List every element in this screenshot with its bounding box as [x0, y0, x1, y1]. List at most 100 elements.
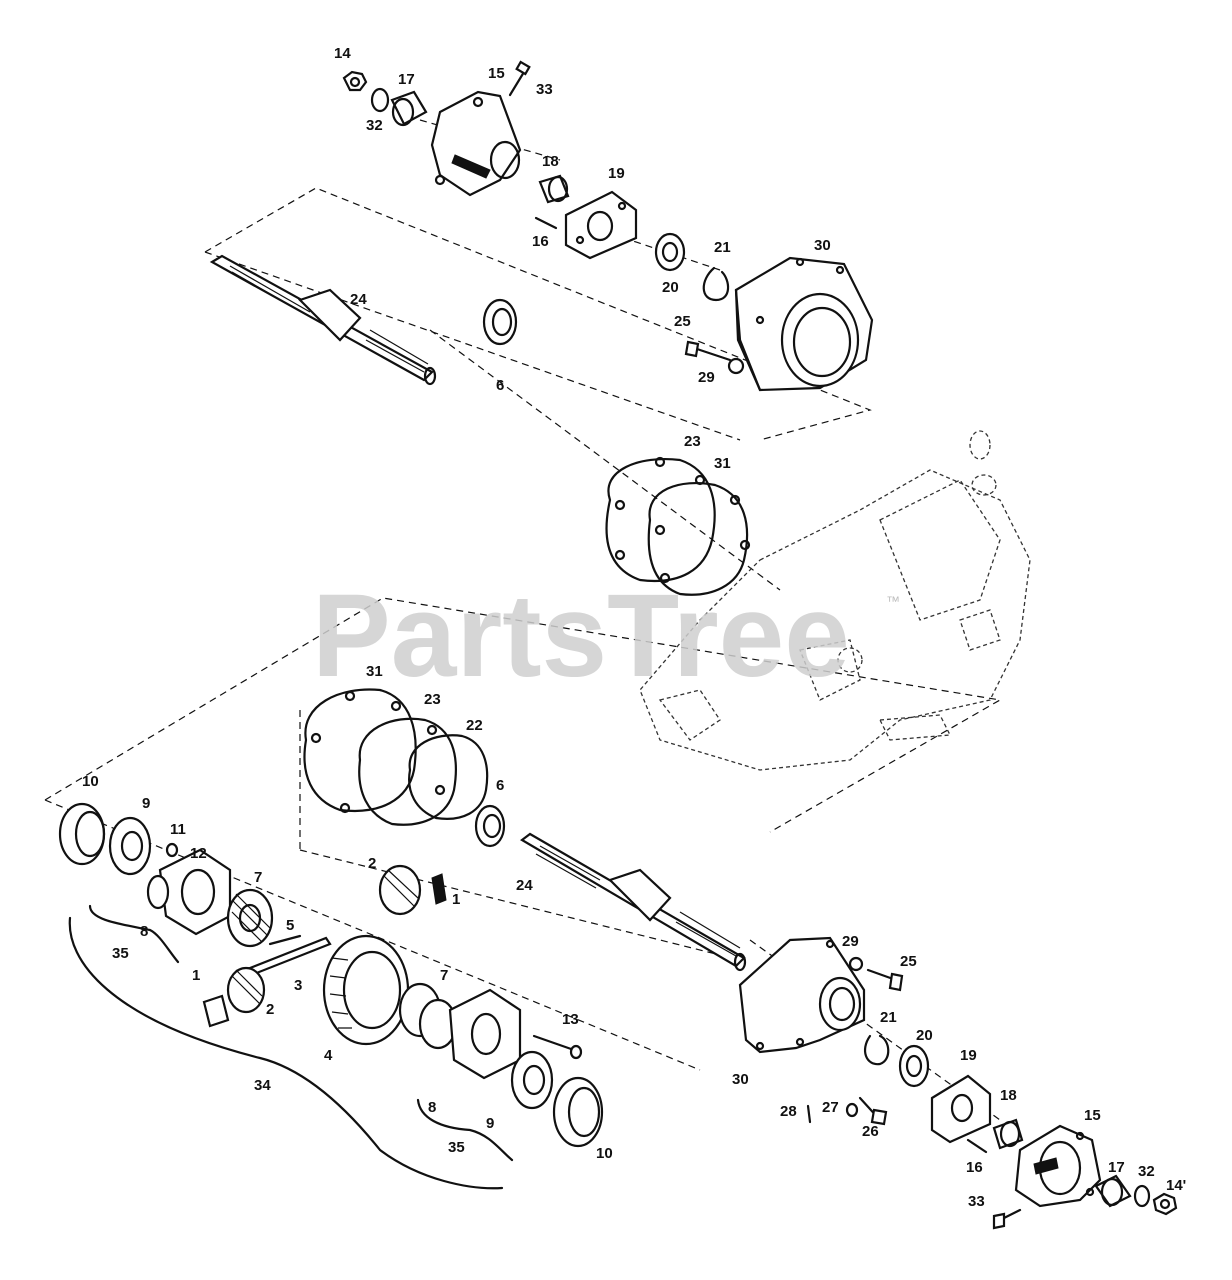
pin-16-upper — [534, 216, 558, 230]
label-12: 12 — [190, 845, 207, 862]
bearing-cone-9-left — [108, 816, 152, 876]
pinion-gear-2-left — [226, 966, 266, 1014]
label-14-lower: 14' — [1166, 1177, 1186, 1194]
label-10-left: 10 — [82, 773, 99, 790]
label-24-lower: 24 — [516, 877, 533, 894]
bearing-cup-10-right — [552, 1076, 604, 1148]
label-33-lower: 33 — [968, 1193, 985, 1210]
label-20-lower: 20 — [916, 1027, 933, 1044]
pinion-gear-2-upper — [378, 864, 422, 916]
label-2-upper: 2 — [368, 855, 376, 872]
label-1-left: 1 — [192, 967, 200, 984]
plate-19-lower — [930, 1074, 992, 1144]
nut-14-lower — [1152, 1192, 1178, 1216]
bearing-20-lower — [898, 1044, 930, 1088]
label-30-lower: 30 — [732, 1071, 749, 1088]
label-30-upper: 30 — [814, 237, 831, 254]
label-4: 4 — [324, 1047, 333, 1064]
label-11: 11 — [170, 821, 186, 838]
label-19-upper: 19 — [608, 165, 625, 182]
label-32-upper: 32 — [366, 117, 383, 134]
gasket-22-lower — [408, 734, 489, 820]
plate-19-upper — [564, 190, 638, 260]
label-3: 3 — [294, 977, 302, 994]
label-9-right: 9 — [486, 1115, 494, 1132]
label-10-right: 10 — [596, 1145, 613, 1162]
label-2-left: 2 — [266, 1001, 274, 1018]
label-17-lower: 17 — [1108, 1159, 1125, 1176]
axle-24-lower — [520, 832, 747, 972]
gasket-31-upper — [647, 481, 751, 596]
hub-15-upper — [430, 90, 522, 197]
watermark-text: PartsTree — [312, 570, 850, 702]
label-16-lower: 16 — [966, 1159, 983, 1176]
label-31-lower: 31 — [366, 663, 383, 680]
pin-5 — [268, 934, 302, 946]
label-9-left: 9 — [142, 795, 150, 812]
side-gear-7-left — [226, 888, 274, 948]
axle-24-upper — [209, 254, 437, 386]
label-27: 27 — [822, 1099, 839, 1116]
label-28: 28 — [780, 1103, 797, 1120]
label-7-left: 7 — [254, 869, 262, 886]
gasket-23-lower — [358, 717, 457, 826]
washer-32-lower — [1133, 1184, 1151, 1208]
label-35-left: 35 — [112, 945, 129, 962]
label-14-upper: 14 — [334, 45, 351, 62]
label-26: 26 — [862, 1123, 879, 1140]
bushing-17-upper — [390, 90, 428, 126]
label-29-lower: 29 — [842, 933, 859, 950]
label-23-upper: 23 — [684, 433, 701, 450]
label-34: 34 — [254, 1077, 271, 1094]
label-24-upper: 24 — [350, 291, 367, 308]
label-6-upper: 6 — [496, 377, 504, 394]
label-19-lower: 19 — [960, 1047, 977, 1064]
label-31-upper: 31 — [714, 455, 731, 472]
label-32-lower: 32 — [1138, 1163, 1155, 1180]
transmission-housing-outline — [639, 430, 1031, 771]
label-16-upper: 16 — [532, 233, 549, 250]
block-1-upper — [431, 873, 447, 905]
label-15-lower: 15 — [1084, 1107, 1101, 1124]
snap-ring-21-lower — [863, 1034, 890, 1066]
ring-gear-4 — [322, 934, 410, 1046]
watermark-trademark: ™ — [886, 593, 900, 609]
label-17-upper: 17 — [398, 71, 415, 88]
label-8-left: 8 — [140, 923, 148, 940]
bracket-35-right — [416, 1098, 514, 1162]
nut-14-upper — [342, 70, 368, 92]
label-23-lower: 23 — [424, 691, 441, 708]
hub-15-lower — [1014, 1124, 1102, 1208]
label-6-lower: 6 — [496, 777, 504, 794]
washer-27 — [845, 1102, 859, 1118]
label-21-lower: 21 — [880, 1009, 897, 1026]
label-7-right: 7 — [440, 967, 448, 984]
nut-11 — [165, 842, 179, 858]
pin-28 — [806, 1104, 812, 1124]
label-20-upper: 20 — [662, 279, 679, 296]
bushing-18-lower — [992, 1118, 1024, 1150]
label-18-lower: 18 — [1000, 1087, 1017, 1104]
label-25-lower: 25 — [900, 953, 917, 970]
pin-16-lower — [966, 1138, 988, 1154]
block-1-left — [202, 994, 230, 1028]
gasket-31-lower — [303, 688, 417, 814]
label-13: 13 — [562, 1011, 579, 1028]
nut-29-upper — [727, 357, 745, 375]
housing-30-upper — [734, 256, 874, 392]
gasket-23-upper — [605, 456, 716, 584]
lower-axle-assembly — [58, 688, 1178, 1230]
washer-32-upper — [370, 87, 390, 113]
label-8-right: 8 — [428, 1099, 436, 1116]
part-labels: 14 17 15 33 32 18 19 16 21 30 20 24 25 2… — [82, 45, 1186, 1210]
bolt-33-upper — [508, 70, 526, 97]
label-33-upper: 33 — [536, 81, 553, 98]
bracket-35-left — [88, 904, 180, 964]
differential-case-8-left — [146, 848, 232, 936]
label-5: 5 — [286, 917, 294, 934]
label-18-upper: 18 — [542, 153, 559, 170]
housing-30-lower — [738, 936, 866, 1054]
bearing-20-upper — [654, 232, 686, 272]
label-25-upper: 25 — [674, 313, 691, 330]
